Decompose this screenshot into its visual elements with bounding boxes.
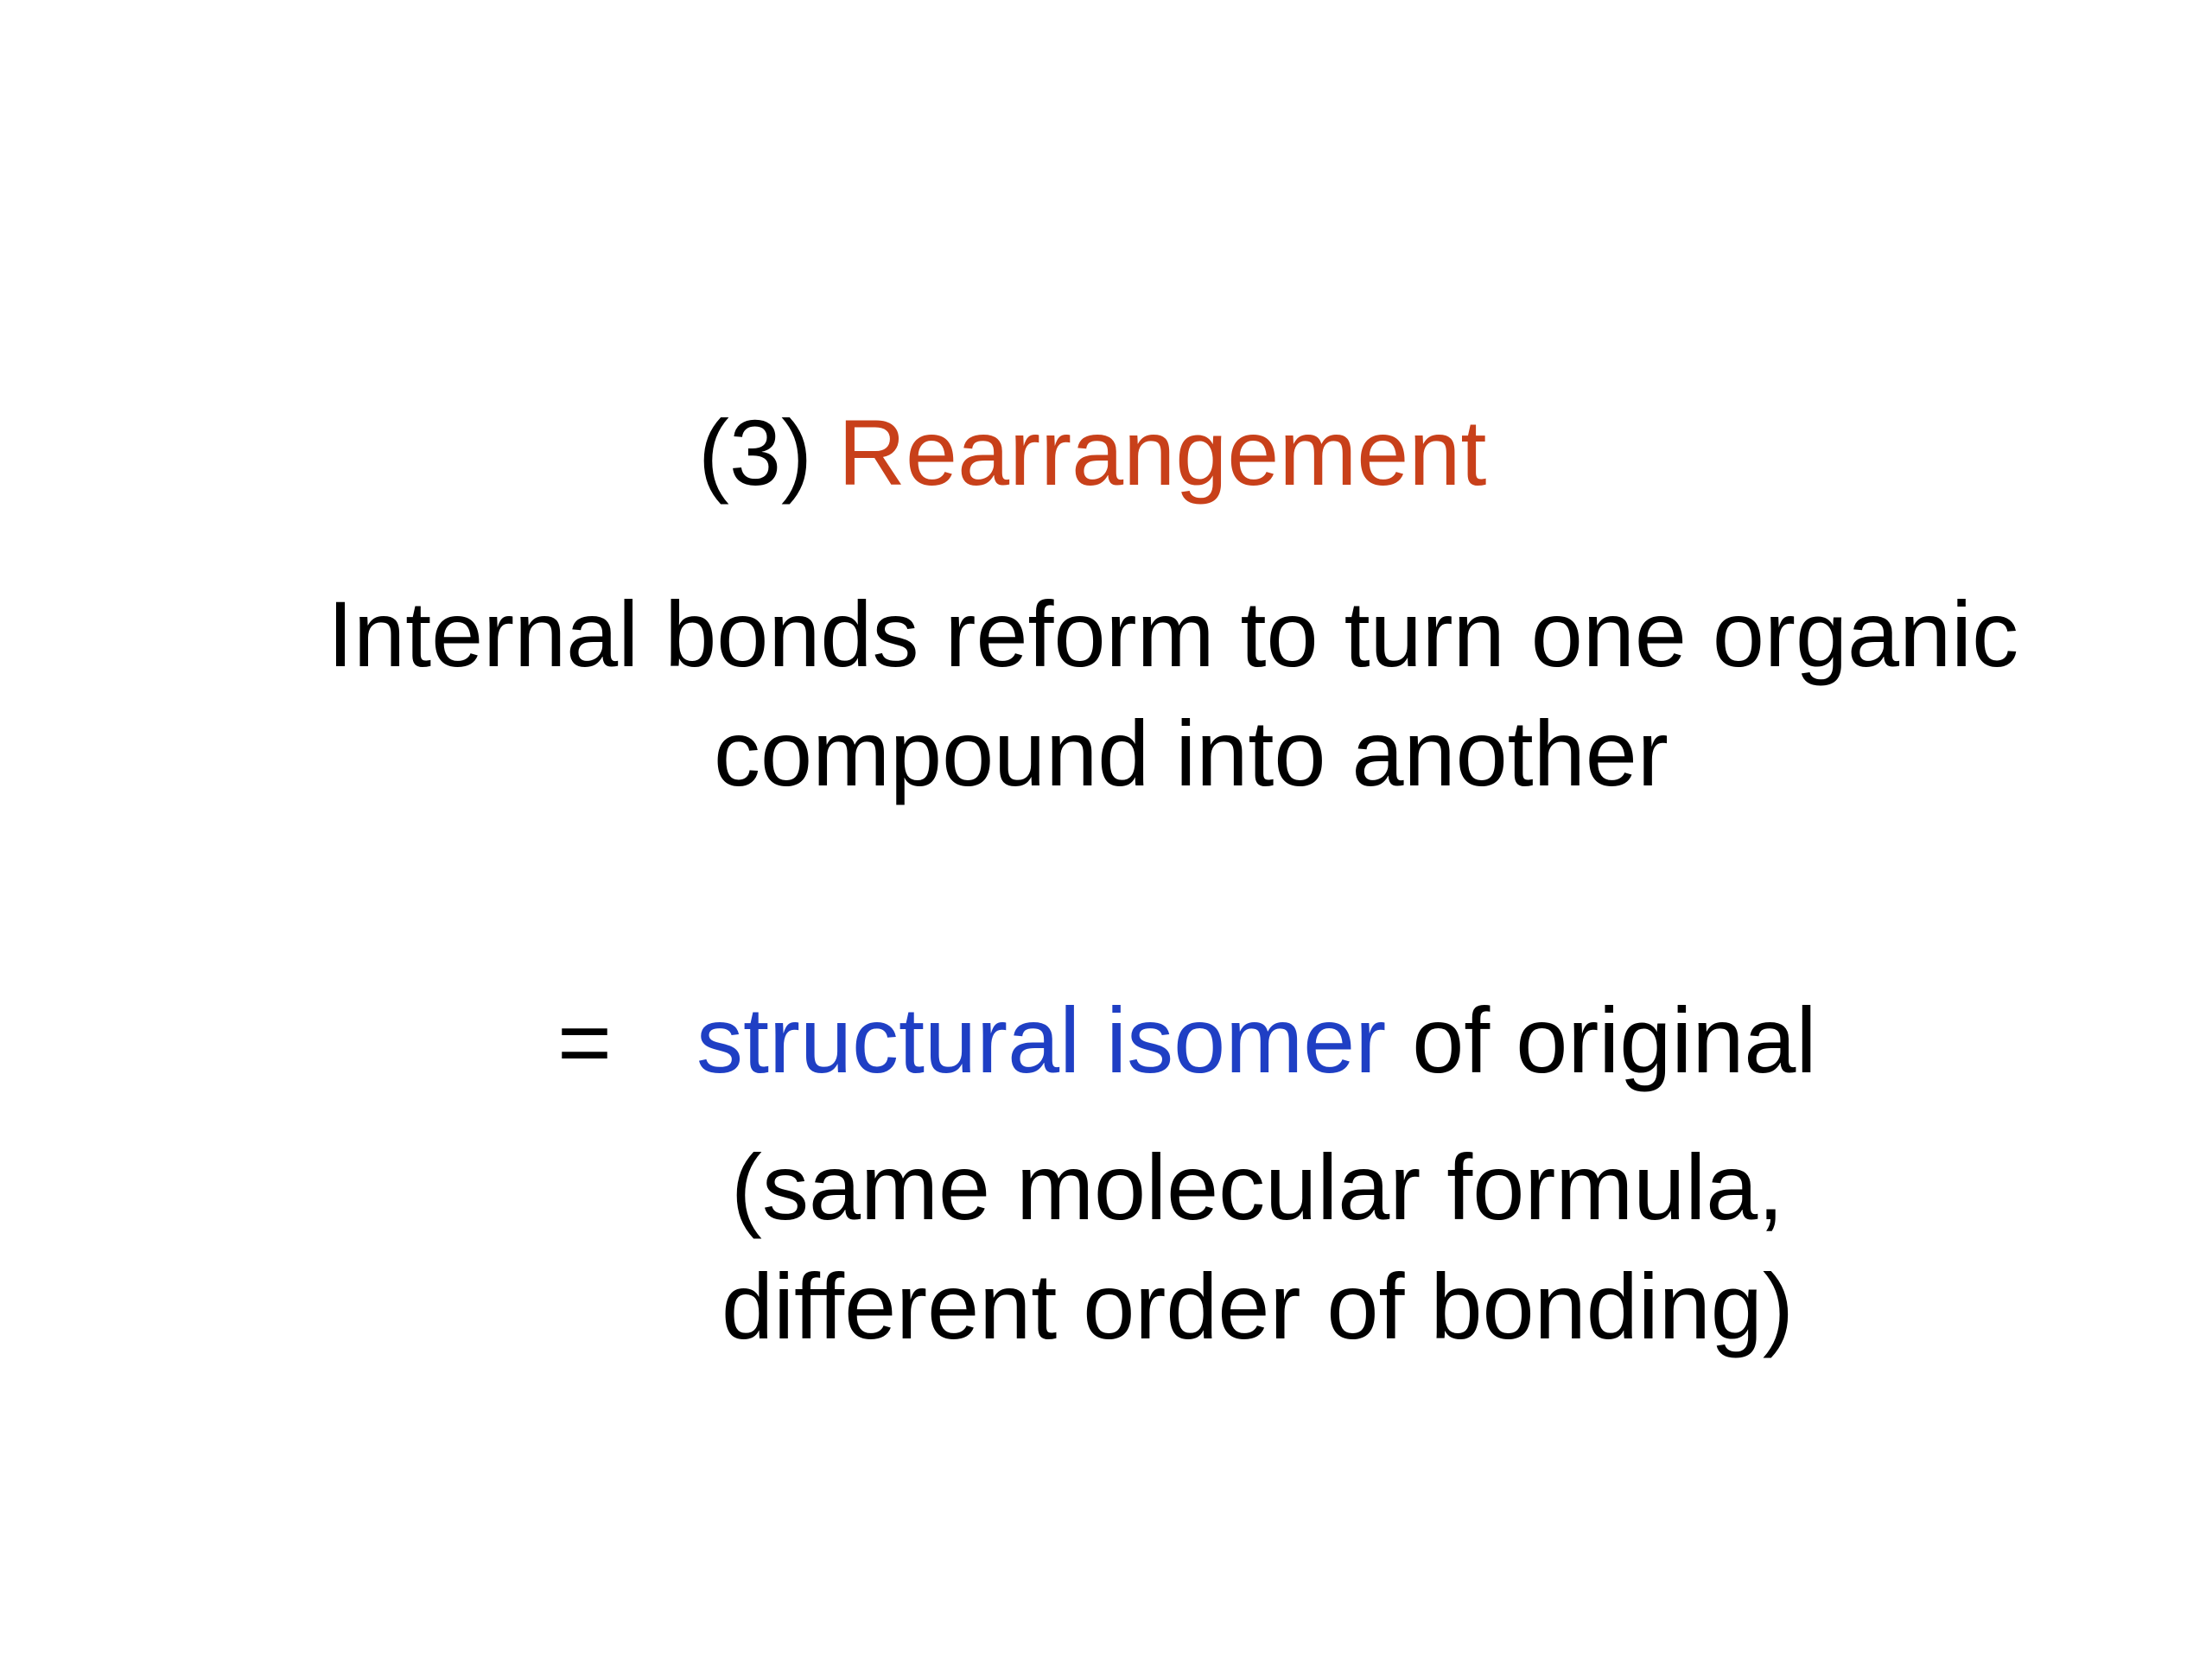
title-term: Rearrangement	[838, 400, 1487, 505]
isomer-line: structural isomer of original	[696, 994, 1816, 1087]
slide-title: (3) Rearrangement	[698, 406, 1486, 499]
title-number: (3)	[698, 400, 812, 505]
equals-sign: =	[557, 989, 613, 1094]
definition-line-2: compound into another	[714, 701, 1669, 805]
note-line-2: different order of bonding)	[721, 1254, 1794, 1358]
definition-line-1: Internal bonds reform to turn one organi…	[327, 582, 2019, 686]
isomer-rest: of original	[1412, 988, 1817, 1092]
isomer-term: structural isomer	[696, 988, 1387, 1092]
note-line-1: (same molecular formula,	[731, 1135, 1784, 1239]
